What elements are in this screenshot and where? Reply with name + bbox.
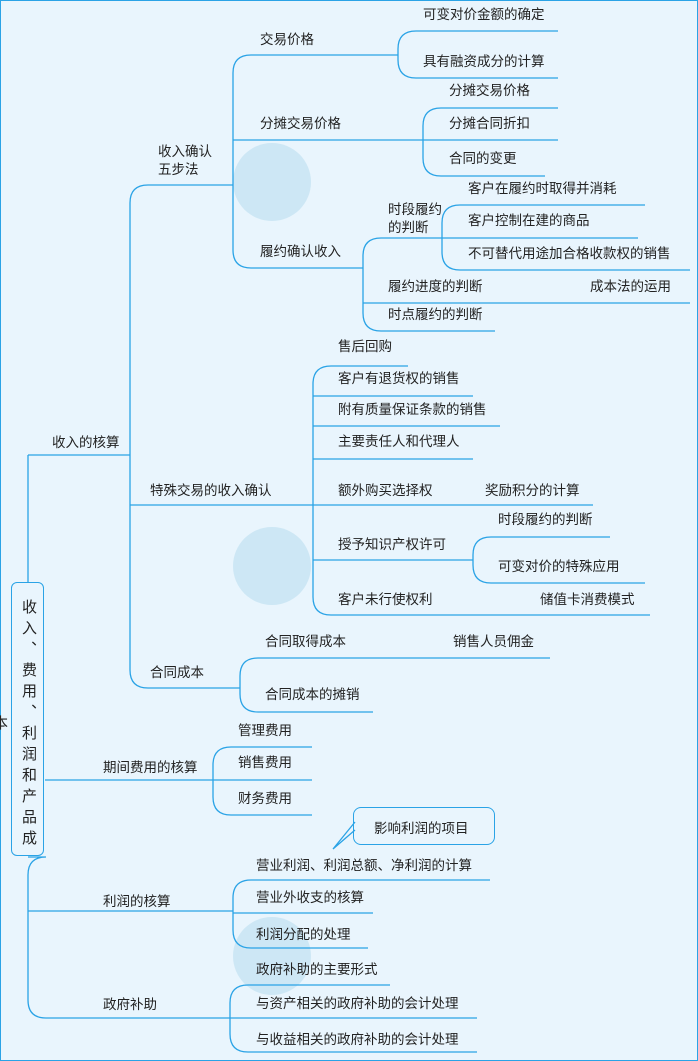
leaf: 合同成本的摊销 <box>265 687 360 703</box>
connector-line <box>129 184 233 204</box>
connector-line <box>212 746 312 766</box>
callout-bubble: 影响利润的项目 <box>353 807 495 845</box>
connector-line <box>312 365 408 385</box>
root-node: 收入、费用、利润和产品成本 <box>0 582 44 856</box>
connector-line <box>422 157 545 177</box>
leaf: 分摊合同折扣 <box>449 116 530 132</box>
leaf: 销售费用 <box>238 755 292 771</box>
node-over-time-2: 的判断 <box>388 220 429 236</box>
node-five-steps-2: 五步法 <box>158 162 199 178</box>
connector-line <box>239 657 550 677</box>
leaf: 管理费用 <box>238 723 292 739</box>
leaf: 营业利润、利润总额、净利润的计算 <box>256 858 472 874</box>
connector-line <box>441 204 645 224</box>
watermark-logo-icon <box>233 143 311 221</box>
connector-line <box>441 251 690 271</box>
leaf: 可变对价金额的确定 <box>423 7 545 23</box>
leaf: 分摊交易价格 <box>449 83 530 99</box>
callout-text: 影响利润的项目 <box>374 821 469 837</box>
node-obtain: 合同取得成本 <box>265 634 346 650</box>
leaf: 具有融资成分的计算 <box>423 54 545 70</box>
node-over-time-1: 时段履约 <box>388 202 442 218</box>
leaf: 时段履约的判断 <box>498 512 593 528</box>
node-point-in-time: 时点履约的判断 <box>388 307 483 323</box>
node-allocation: 分摊交易价格 <box>260 116 341 132</box>
connector-line <box>472 536 610 556</box>
connector-line <box>312 596 650 616</box>
node-special: 特殊交易的收入确认 <box>150 483 272 499</box>
node-contract-cost: 合同成本 <box>150 665 204 681</box>
node-option: 额外购买选择权 <box>338 483 433 499</box>
node-period-expenses: 期间费用的核算 <box>103 760 198 776</box>
connector-line <box>229 984 390 1004</box>
node-ip: 授予知识产权许可 <box>338 537 446 553</box>
node-revenue: 收入的核算 <box>52 435 120 451</box>
leaf: 客户控制在建的商品 <box>468 213 590 229</box>
connector-line <box>422 107 558 127</box>
root-label: 收入、费用、利润和产品成本 <box>0 599 38 851</box>
leaf: 政府补助的主要形式 <box>256 962 378 978</box>
node-transaction-price: 交易价格 <box>260 32 314 48</box>
node-performance: 履约确认收入 <box>260 244 341 260</box>
leaf: 成本法的运用 <box>590 279 671 295</box>
connector-line <box>27 856 47 876</box>
leaf: 合同的变更 <box>449 151 517 167</box>
leaf: 可变对价的特殊应用 <box>498 559 620 575</box>
connector-line <box>332 821 356 850</box>
leaf: 主要责任人和代理人 <box>338 434 460 450</box>
leaf: 售后回购 <box>338 339 392 355</box>
watermark-logo-icon <box>233 527 311 605</box>
leaf: 营业外收支的核算 <box>256 890 364 906</box>
leaf: 储值卡消费模式 <box>540 592 635 608</box>
connector-line <box>239 693 373 713</box>
connector-line <box>232 879 490 899</box>
connector-line <box>232 249 363 269</box>
leaf: 与收益相关的政府补助的会计处理 <box>256 1032 459 1048</box>
node-unexercised: 客户未行使权利 <box>338 592 433 608</box>
leaf: 客户有退货权的销售 <box>338 371 460 387</box>
connector-line <box>232 929 368 949</box>
connector-line <box>472 564 645 584</box>
node-five-steps-1: 收入确认 <box>158 144 212 160</box>
leaf: 销售人员佣金 <box>453 634 534 650</box>
leaf: 利润分配的处理 <box>256 927 351 943</box>
leaf: 不可替代用途加合格收款权的销售 <box>468 246 671 262</box>
connector-line <box>397 30 558 50</box>
leaf: 附有质量保证条款的销售 <box>338 402 487 418</box>
connector-line <box>362 237 442 257</box>
connector-line <box>129 669 240 689</box>
node-profit: 利润的核算 <box>103 894 171 910</box>
node-subsidy: 政府补助 <box>103 997 157 1013</box>
connector-line <box>27 999 230 1019</box>
connector-line <box>229 1033 477 1053</box>
connector-line <box>232 54 398 74</box>
connector-line <box>362 312 495 332</box>
connector-line <box>212 796 312 816</box>
leaf: 奖励积分的计算 <box>485 483 580 499</box>
node-progress: 履约进度的判断 <box>388 279 483 295</box>
connector-line <box>397 59 558 79</box>
leaf: 财务费用 <box>238 791 292 807</box>
watermark-logo-icon <box>233 917 311 995</box>
leaf: 与资产相关的政府补助的会计处理 <box>256 996 459 1012</box>
leaf: 客户在履约时取得并消耗 <box>468 181 617 197</box>
